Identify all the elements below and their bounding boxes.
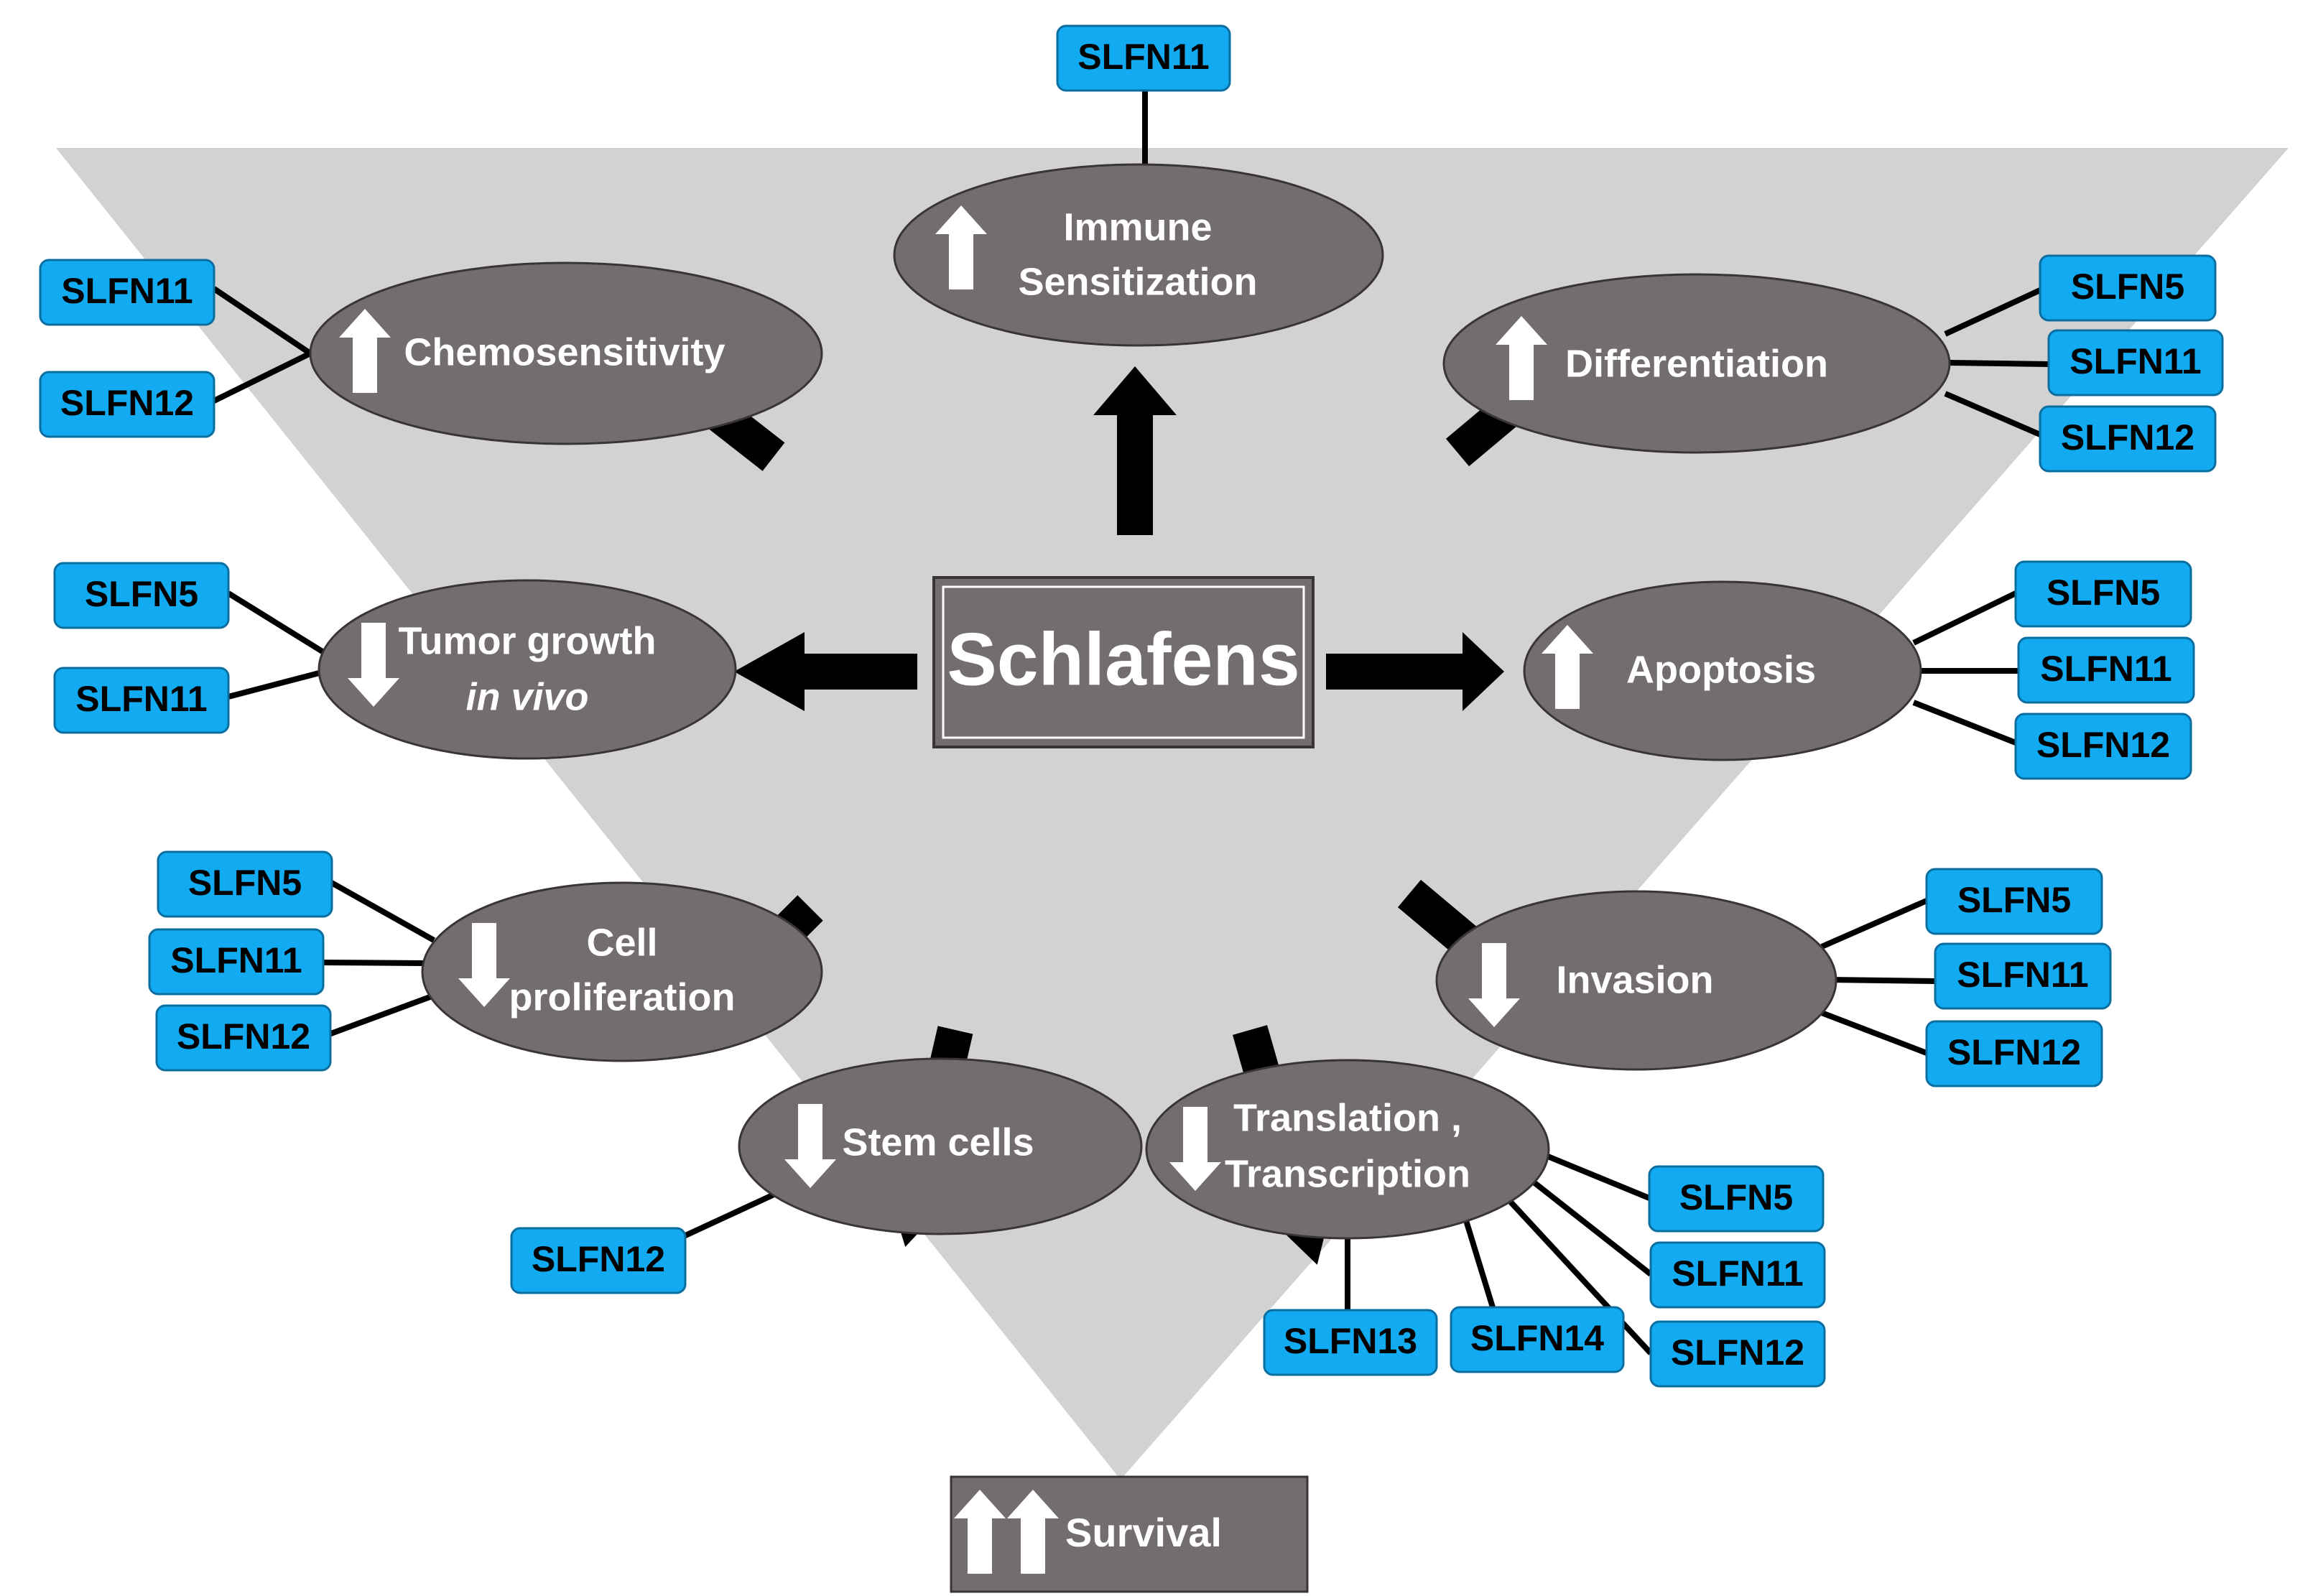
tag-proliferation-slfn5: SLFN5: [157, 850, 333, 918]
node-tumor-line1: Tumor growth: [399, 619, 657, 662]
tag-connectors: [212, 90, 2049, 1355]
survival-label: Survival: [1065, 1510, 1222, 1555]
tag-label: SLFN12: [532, 1239, 665, 1279]
node-differentiation: Differentiation: [1442, 273, 1951, 454]
node-chemosensitivity-label: Chemosensitivity: [404, 330, 725, 374]
tag-differentiation-slfn5: SLFN5: [2039, 254, 2217, 322]
node-translation-line2: Transcription: [1225, 1152, 1470, 1195]
tag-differentiation-slfn12: SLFN12: [2039, 405, 2217, 473]
tag-proliferation-slfn12: SLFN12: [155, 1004, 332, 1072]
node-proliferation-line2: proliferation: [509, 975, 735, 1019]
tag-label: SLFN11: [2040, 649, 2171, 689]
tag-translation-slfn11: SLFN11: [1649, 1241, 1826, 1309]
tag-invasion-slfn12: SLFN12: [1925, 1020, 2103, 1087]
node-immune: Immune Sensitization: [893, 163, 1384, 347]
background-triangle: [56, 148, 2289, 1480]
tag-label: SLFN12: [177, 1016, 310, 1057]
tag-chemosensitivity-slfn12: SLFN12: [39, 371, 215, 438]
tag-translation-slfn14: SLFN14: [1450, 1306, 1625, 1373]
arrow-to-apoptosis: [1326, 632, 1504, 711]
tag-invasion-slfn5: SLFN5: [1925, 868, 2103, 935]
node-differentiation-label: Differentiation: [1565, 342, 1828, 385]
tag-apoptosis-slfn12: SLFN12: [2014, 713, 2192, 780]
tag-stem-slfn12: SLFN12: [510, 1227, 687, 1294]
tag-label: SLFN11: [1957, 955, 2088, 995]
tag-apoptosis-slfn11: SLFN11: [2017, 636, 2195, 704]
center-box: Schlafens: [932, 576, 1315, 748]
tag-differentiation-slfn11: SLFN11: [2047, 329, 2224, 396]
node-tumor: Tumor growth in vivo: [317, 579, 737, 760]
tag-label: SLFN5: [2071, 266, 2184, 307]
tag-translation-slfn5: SLFN5: [1648, 1165, 1825, 1233]
tag-label: SLFN14: [1470, 1318, 1604, 1358]
tag-translation-slfn12: SLFN12: [1649, 1320, 1826, 1388]
tag-chemosensitivity-slfn11: SLFN11: [39, 259, 215, 326]
tag-proliferation-slfn11: SLFN11: [148, 928, 325, 996]
node-tumor-line2: in vivo: [465, 675, 588, 718]
node-proliferation: Cell proliferation: [421, 881, 823, 1062]
center-label: Schlafens: [947, 618, 1299, 701]
node-immune-line2: Sensitization: [1018, 260, 1257, 303]
node-immune-line1: Immune: [1063, 205, 1212, 249]
node-invasion-label: Invasion: [1556, 958, 1713, 1001]
tag-label: SLFN13: [1284, 1321, 1417, 1361]
node-proliferation-line1: Cell: [586, 921, 657, 964]
tag-label: SLFN11: [2069, 341, 2201, 381]
tag-label: SLFN11: [61, 271, 193, 311]
tag-apoptosis-slfn5: SLFN5: [2014, 560, 2192, 628]
survival-box: Survival: [950, 1475, 1309, 1593]
tag-label: SLFN12: [1671, 1332, 1804, 1373]
tag-label: SLFN12: [2061, 417, 2194, 458]
tag-tumor-slfn11: SLFN11: [53, 667, 230, 734]
tag-invasion-slfn11: SLFN11: [1934, 942, 2112, 1010]
node-invasion: Invasion: [1435, 890, 1837, 1071]
arrow-to-immune: [1093, 366, 1177, 535]
node-stem: Stem cells: [738, 1057, 1143, 1235]
arrow-to-tumor: [734, 632, 917, 711]
tag-tumor-slfn5: SLFN5: [53, 562, 230, 629]
node-chemosensitivity: Chemosensitivity: [309, 261, 823, 445]
node-translation-line1: Translation ,: [1233, 1096, 1462, 1139]
tag-immune-slfn11: SLFN11: [1056, 24, 1231, 92]
tags: SLFN11 SLFN11 SLFN12 SLFN5 SLFN11 SLFN12…: [39, 24, 2224, 1388]
tag-translation-slfn13: SLFN13: [1263, 1309, 1438, 1376]
node-stem-label: Stem cells: [842, 1121, 1034, 1164]
tag-label: SLFN11: [1077, 37, 1209, 77]
node-translation: Translation , Transcription: [1145, 1059, 1550, 1240]
node-apoptosis: Apoptosis: [1523, 580, 1922, 761]
tag-label: SLFN5: [1679, 1177, 1793, 1217]
tag-label: SLFN12: [60, 383, 194, 423]
node-apoptosis-label: Apoptosis: [1626, 648, 1816, 691]
tag-label: SLFN5: [85, 574, 198, 614]
tag-label: SLFN11: [170, 940, 302, 980]
tag-label: SLFN11: [1672, 1253, 1803, 1294]
tag-label: SLFN5: [188, 863, 302, 903]
tag-label: SLFN12: [1947, 1032, 2081, 1072]
tag-label: SLFN5: [2047, 572, 2160, 613]
tag-label: SLFN5: [1957, 880, 2071, 920]
tag-label: SLFN12: [2036, 725, 2170, 765]
tag-label: SLFN11: [75, 679, 207, 719]
